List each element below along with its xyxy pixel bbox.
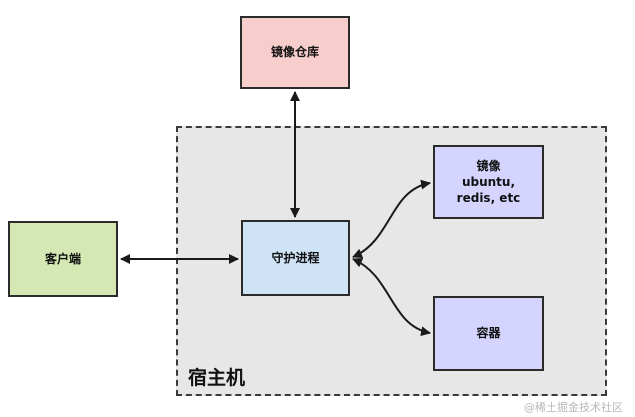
images-line2: ubuntu, — [461, 174, 516, 189]
registry-label: 镜像仓库 — [270, 45, 319, 60]
registry-node: 镜像仓库 — [240, 16, 350, 89]
daemon-containers-arrow — [352, 258, 431, 337]
images-node: 镜像 ubuntu, redis, etc — [433, 145, 544, 219]
client-label: 客户端 — [44, 251, 81, 266]
daemon-label: 守护进程 — [271, 250, 320, 265]
containers-label: 容器 — [476, 326, 501, 341]
daemon-images-arrow — [352, 179, 431, 258]
images-line3: redis, etc — [456, 191, 521, 206]
watermark: @稀土掘金技术社区 — [524, 401, 623, 414]
images-title: 镜像 — [476, 158, 501, 173]
client-node: 客户端 — [8, 221, 118, 297]
host-label: 宿主机 — [188, 367, 246, 389]
daemon-node: 守护进程 — [241, 220, 350, 296]
containers-node: 容器 — [433, 296, 544, 371]
